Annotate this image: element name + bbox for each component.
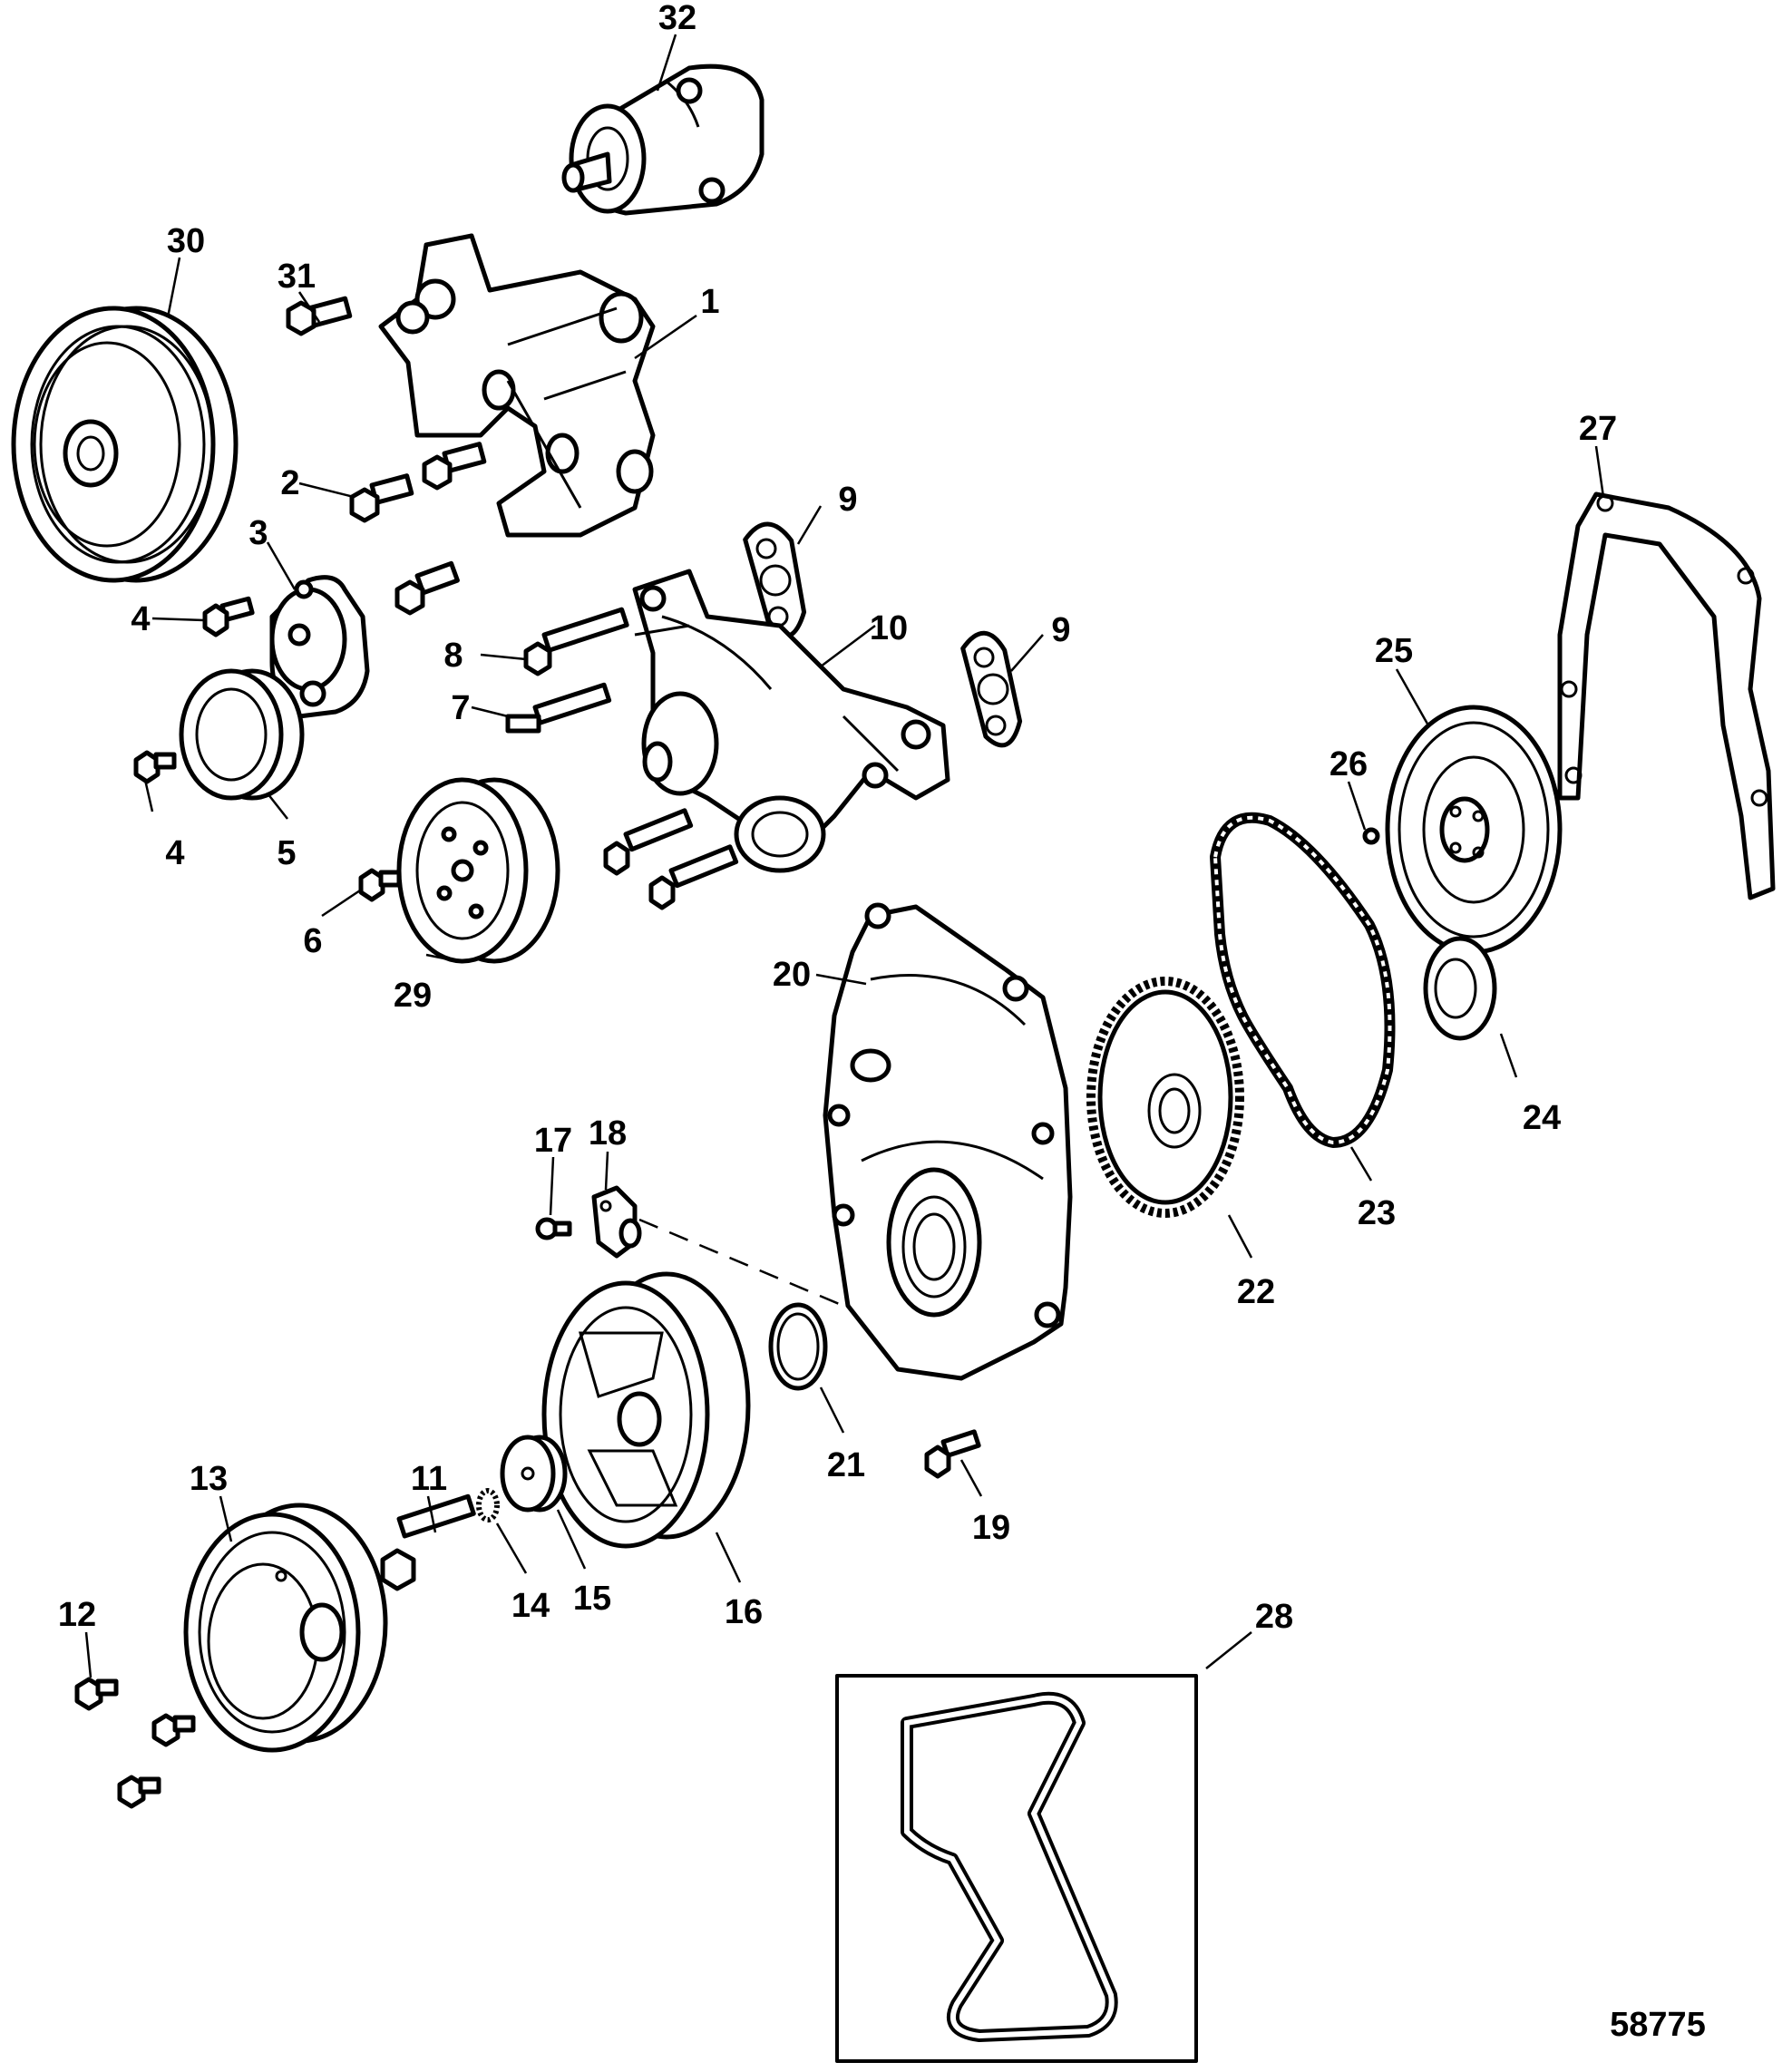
callout-2: 2 <box>280 464 299 502</box>
part-12-bolt <box>151 1713 196 1747</box>
callout-4-lower: 4 <box>165 834 184 872</box>
part-3-tensioner <box>269 575 370 719</box>
part-12-bolt <box>74 1677 119 1711</box>
part-29-pulley <box>396 777 560 964</box>
callout-15: 15 <box>573 1580 611 1618</box>
leader-lines <box>84 34 1605 1678</box>
callout-13: 13 <box>190 1460 228 1498</box>
callout-26: 26 <box>1329 745 1368 783</box>
part-4-bolt-upper <box>202 596 255 637</box>
part-24-crankshaft-sprocket <box>1423 936 1497 1041</box>
bolt <box>648 844 739 910</box>
callout-3: 3 <box>248 514 268 552</box>
callout-9-lower: 9 <box>1051 611 1070 649</box>
callout-7: 7 <box>451 689 470 727</box>
part-26-dowel <box>1362 827 1380 845</box>
part-27-cover-gasket <box>1557 491 1776 900</box>
callout-20: 20 <box>773 956 811 994</box>
part-22-reluctor-wheel <box>1086 977 1244 1218</box>
callout-1: 1 <box>700 283 719 321</box>
part-18-sensor <box>591 1185 642 1259</box>
part-15-washer <box>500 1435 568 1513</box>
part-28-drive-belt <box>835 1674 1198 2063</box>
part-11-bolt <box>380 1493 476 1591</box>
part-6-bolt <box>358 868 402 902</box>
part-20-timing-cover <box>823 902 1073 1381</box>
part-25-camshaft-sprocket <box>1385 705 1563 955</box>
callout-28: 28 <box>1255 1598 1293 1636</box>
part-13-crankshaft-pulley <box>183 1503 388 1753</box>
part-9-gasket-lower <box>960 630 1023 748</box>
alignment-line <box>638 1218 844 1308</box>
part-12-bolt <box>117 1775 161 1809</box>
bolt <box>603 808 694 876</box>
callout-27: 27 <box>1579 410 1617 448</box>
bolt <box>394 560 460 616</box>
part-8-bolt <box>523 607 629 676</box>
callout-19: 19 <box>972 1509 1010 1547</box>
part-31-bolt <box>286 296 353 336</box>
part-17-bolt <box>535 1217 572 1240</box>
callout-24: 24 <box>1523 1099 1561 1137</box>
callout-12: 12 <box>58 1596 96 1634</box>
callout-11: 11 <box>411 1460 447 1498</box>
part-32-power-steering-pump <box>561 63 765 216</box>
part-7-stud <box>505 682 612 734</box>
callout-18: 18 <box>589 1114 627 1153</box>
part-30-pulley <box>11 306 239 583</box>
bolt <box>422 442 487 491</box>
callout-14: 14 <box>511 1587 550 1625</box>
part-19-bolt <box>924 1429 981 1479</box>
part-16-harmonic-balancer <box>541 1271 751 1549</box>
part-1-bracket <box>378 233 656 538</box>
figure-number: 58775 <box>1610 2006 1706 2044</box>
part-21-seal <box>768 1302 828 1391</box>
callout-31: 31 <box>278 258 316 296</box>
callout-5: 5 <box>277 834 296 872</box>
callout-16: 16 <box>725 1593 763 1631</box>
part-14-lock-washer <box>476 1488 500 1522</box>
callout-22: 22 <box>1237 1273 1275 1311</box>
callout-25: 25 <box>1375 632 1413 670</box>
callout-23: 23 <box>1358 1194 1396 1232</box>
part-5-idler-pulley <box>179 668 305 801</box>
callout-30: 30 <box>167 222 205 260</box>
part-10-water-pump <box>632 569 950 873</box>
callout-labels: 32 30 31 1 2 27 9 3 4 10 8 9 25 7 26 4 5… <box>58 0 1706 2044</box>
part-2-bolt <box>349 473 414 523</box>
callout-6: 6 <box>303 922 322 960</box>
callout-10: 10 <box>870 609 908 647</box>
callout-32: 32 <box>658 0 696 37</box>
part-23-timing-chain <box>1210 812 1396 1148</box>
callout-8: 8 <box>443 637 463 675</box>
part-4-bolt-lower <box>133 750 177 784</box>
callout-9-upper: 9 <box>838 481 857 519</box>
callout-17: 17 <box>534 1122 572 1160</box>
callout-4-upper: 4 <box>131 600 150 638</box>
callout-21: 21 <box>827 1446 865 1484</box>
callout-29: 29 <box>394 977 432 1015</box>
